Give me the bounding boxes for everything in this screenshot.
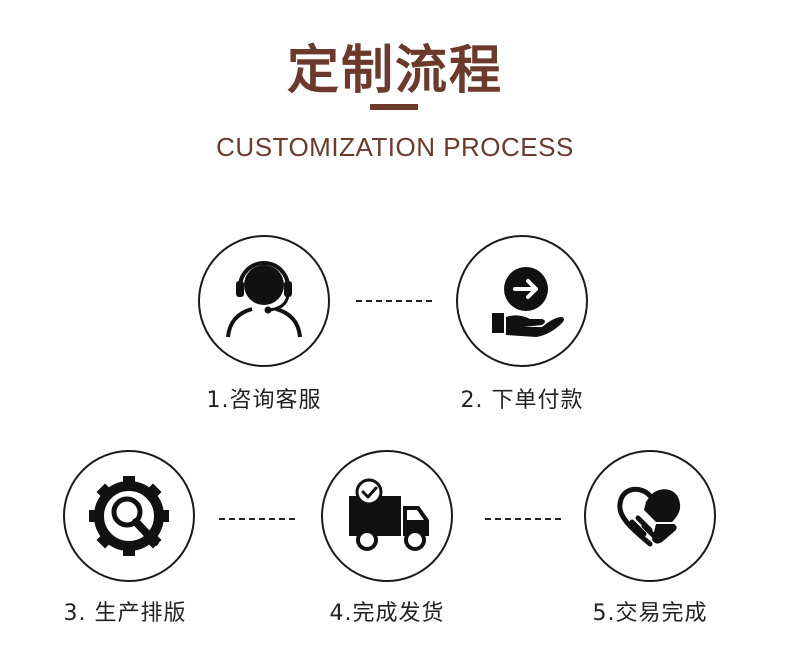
connector-3-4 [219, 518, 295, 520]
step-3-label: 3. 生产排版 [63, 601, 187, 626]
connector-1-2 [356, 300, 432, 302]
hand-payment-arrow-icon [492, 267, 564, 337]
step-2-label: 2. 下单付款 [460, 388, 584, 413]
gear-magnifier-icon [89, 476, 169, 556]
step-3-circle [63, 450, 195, 582]
step-1-circle [198, 235, 330, 367]
title-underline [370, 104, 418, 110]
step-4-label: 4.完成发货 [329, 601, 445, 626]
step-5-label: 5.交易完成 [592, 601, 708, 626]
connector-4-5 [485, 518, 561, 520]
step-1-label: 1.咨询客服 [206, 388, 322, 413]
step-4-circle [321, 450, 453, 582]
page-title: 定制流程 [286, 40, 503, 101]
page-subtitle: CUSTOMIZATION PROCESS [216, 132, 574, 162]
step-2-circle [456, 235, 588, 367]
delivery-truck-check-icon [349, 478, 429, 551]
customer-service-headset-icon [226, 261, 302, 338]
handshake-heart-icon [617, 486, 681, 547]
step-5-circle [584, 450, 716, 582]
